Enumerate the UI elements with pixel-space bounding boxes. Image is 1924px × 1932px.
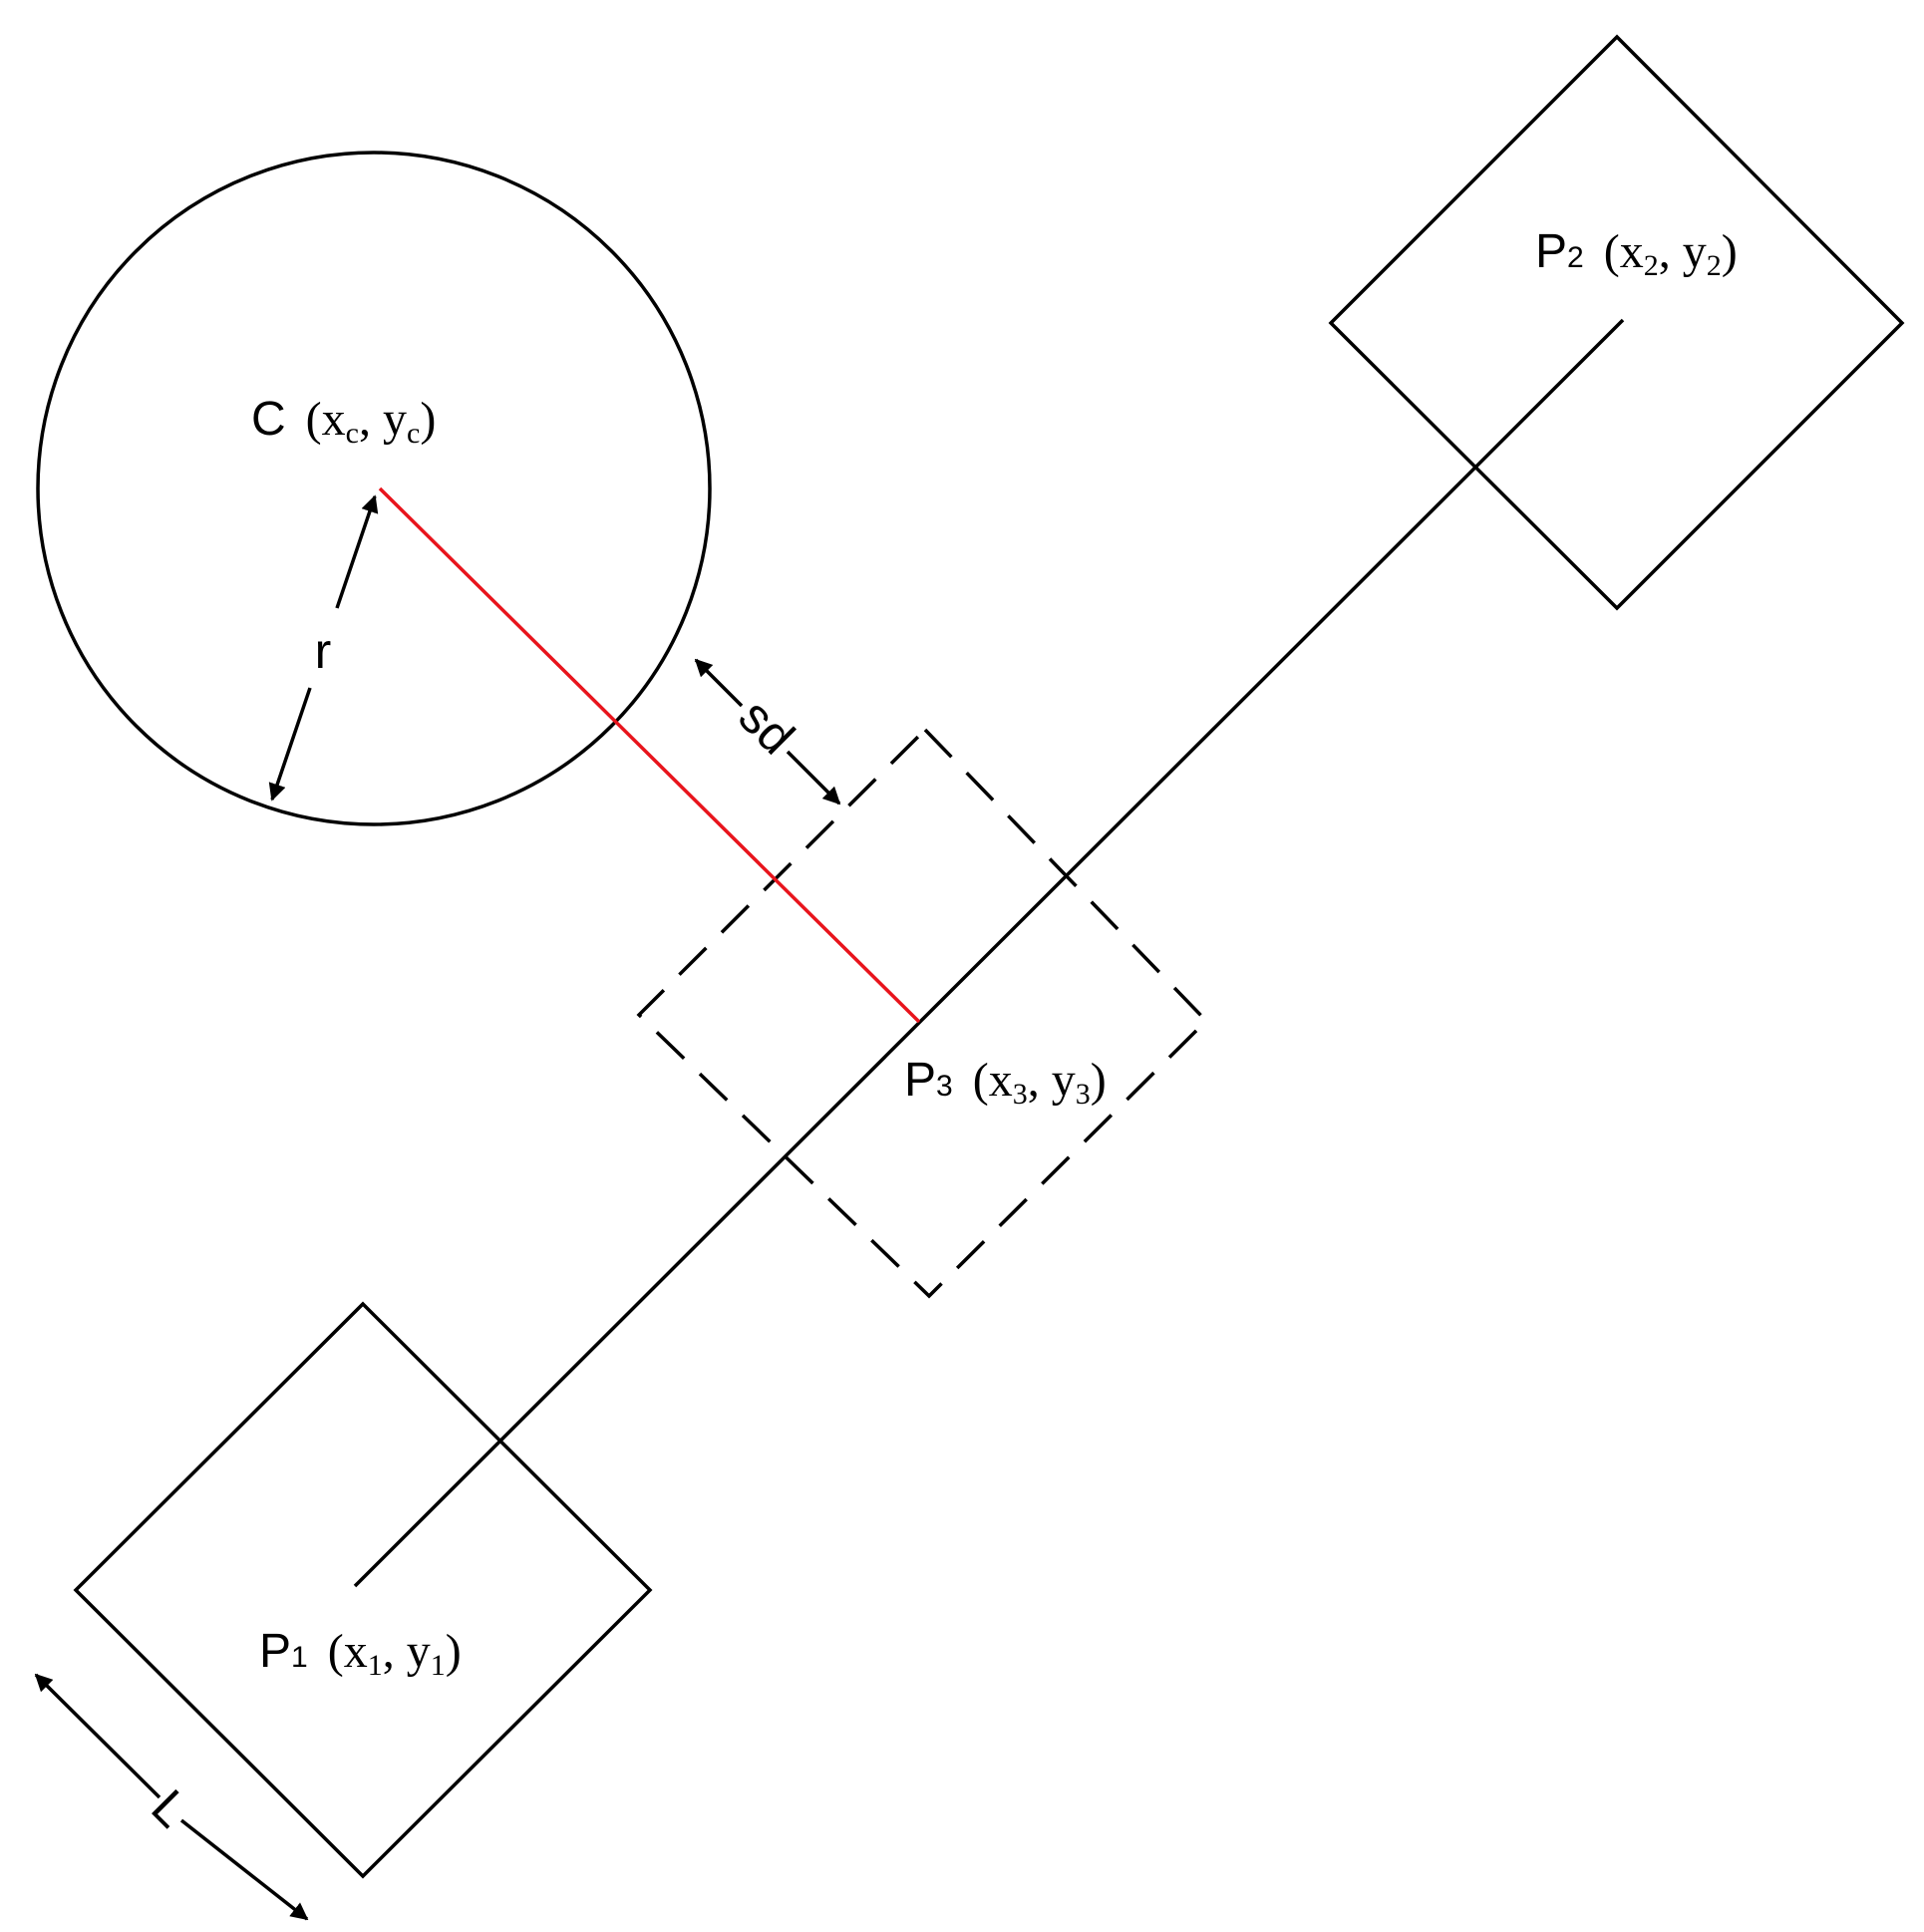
square-p1 [73,1301,653,1879]
label-p3: P3 (x3, y3) [904,1054,1107,1111]
sd-arrow-up [694,658,744,708]
radius-arrow-down [268,687,312,802]
label-center: C (xc, yc) [251,393,436,450]
sd-arrow-down [786,750,841,805]
radius-arrow-up [335,494,379,609]
side-arrow-up [34,1673,161,1799]
label-radius: r [315,623,332,679]
square-p2 [1328,34,1905,611]
distance-line [378,486,921,1024]
label-p1: P1 (x1, y1) [259,1625,462,1682]
path-line [353,318,1625,1588]
label-safety-distance: sd [729,688,805,765]
obstacle-circle [36,151,712,826]
square-p3-dashed [636,727,1209,1299]
label-p2: P2 (x2, y2) [1535,225,1738,282]
side-arrow-down [179,1818,309,1921]
